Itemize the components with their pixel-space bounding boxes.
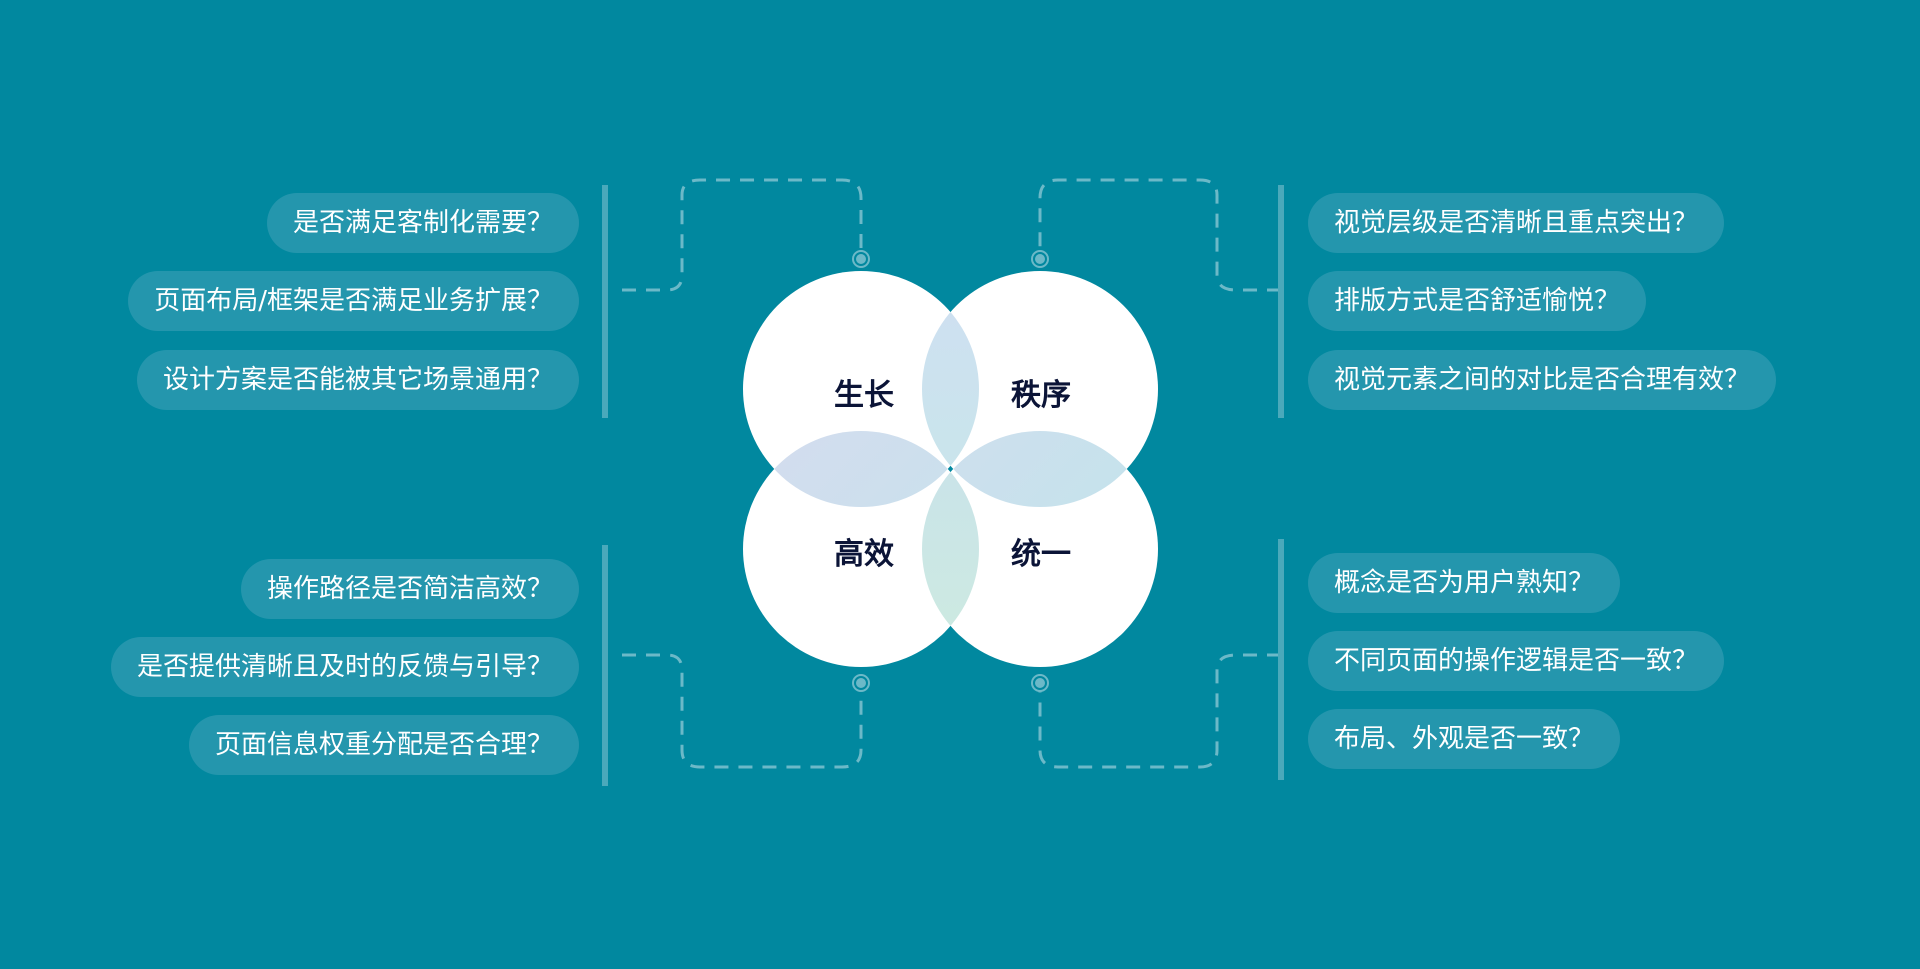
connector-top-right bbox=[1038, 178, 1281, 292]
node-icon bbox=[1031, 674, 1049, 692]
node-icon bbox=[852, 250, 870, 268]
label-unity: 统一 bbox=[1011, 537, 1071, 572]
overlap-left bbox=[743, 431, 979, 507]
label-growth: 生长 bbox=[834, 378, 894, 413]
connector-bottom-left bbox=[622, 653, 863, 769]
label-efficiency: 高效 bbox=[834, 537, 894, 572]
question-pill: 视觉元素之间的对比是否合理有效？ bbox=[1308, 350, 1777, 410]
question-pill: 概念是否为用户熟知？ bbox=[1308, 553, 1621, 613]
node-icon bbox=[852, 674, 870, 692]
question-pill: 设计方案是否能被其它场景通用？ bbox=[136, 350, 579, 410]
node-icon bbox=[1031, 250, 1049, 268]
venn-overlaps bbox=[743, 271, 1158, 667]
question-pill: 排版方式是否舒适愉悦？ bbox=[1308, 271, 1647, 331]
node-markers bbox=[852, 250, 1049, 692]
question-pill: 页面信息权重分配是否合理？ bbox=[188, 715, 579, 775]
question-pill: 操作路径是否简洁高效？ bbox=[240, 559, 579, 619]
divider-top-right bbox=[1278, 185, 1284, 418]
divider-bottom-left bbox=[602, 545, 608, 786]
question-pill: 是否提供清晰且及时的反馈与引导？ bbox=[110, 637, 579, 697]
dashed-connectors bbox=[622, 178, 1281, 769]
divider-top-left bbox=[602, 185, 608, 418]
question-pill: 视觉层级是否清晰且重点突出？ bbox=[1308, 193, 1725, 253]
question-pill: 页面布局/框架是否满足业务扩展？ bbox=[128, 271, 579, 331]
connector-top-left bbox=[622, 178, 863, 292]
question-pill: 是否满足客制化需要？ bbox=[266, 193, 579, 253]
overlap-right bbox=[922, 431, 1158, 507]
divider-bottom-right bbox=[1278, 539, 1284, 780]
question-pill: 布局、外观是否一致？ bbox=[1308, 709, 1621, 769]
connector-bottom-right bbox=[1038, 653, 1281, 769]
question-pill: 不同页面的操作逻辑是否一致？ bbox=[1308, 631, 1725, 691]
label-order: 秩序 bbox=[1011, 378, 1071, 413]
